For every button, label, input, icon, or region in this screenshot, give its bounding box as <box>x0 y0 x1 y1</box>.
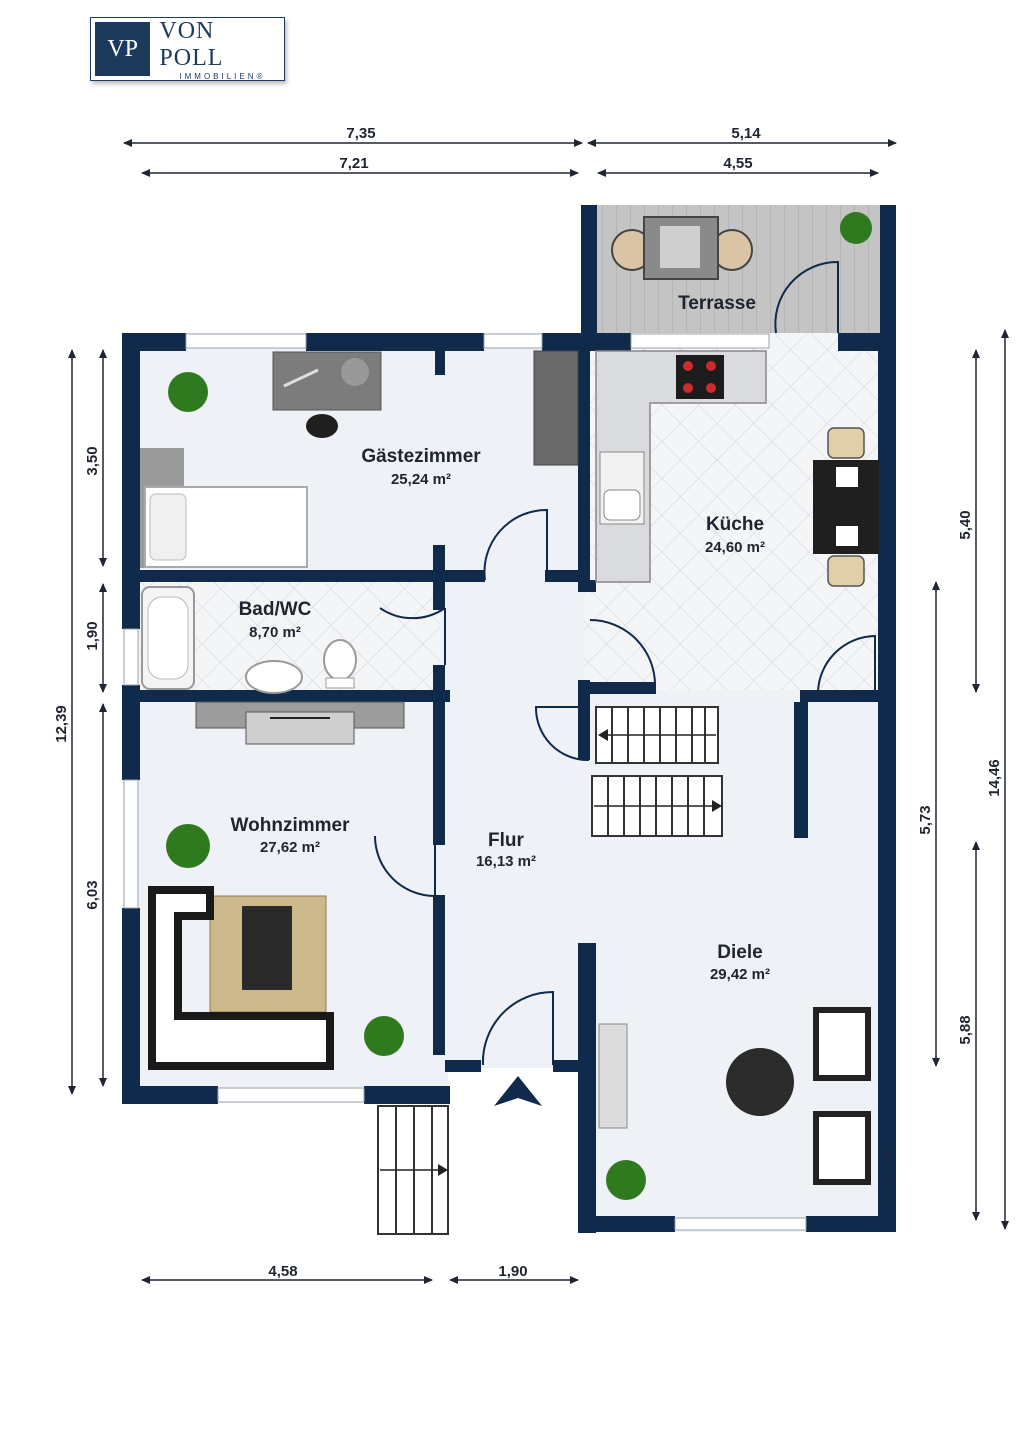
room-area-gaestezimmer: 25,24 m² <box>391 471 451 488</box>
living-furniture <box>148 701 405 1070</box>
plant-icon <box>840 212 872 244</box>
brand-text: VON POLL IMMOBILIEN® <box>159 18 284 81</box>
plant-icon <box>168 372 208 412</box>
guest-bed <box>140 448 308 568</box>
brand-name: VON POLL <box>159 17 224 71</box>
dim-right-mid: 5,73 <box>917 805 934 834</box>
brand-subtitle: IMMOBILIEN® <box>179 71 266 81</box>
room-area-diele: 29,42 m² <box>710 966 770 983</box>
windows <box>123 333 807 1231</box>
kitchen-counter <box>595 350 767 583</box>
brand-logo: VP VON POLL IMMOBILIEN® <box>90 17 285 81</box>
diele-furniture <box>598 1007 871 1185</box>
dim-top-outer-right: 5,14 <box>731 125 761 142</box>
doors <box>374 260 876 1066</box>
dim-left-bath: 1,90 <box>84 621 101 650</box>
room-name-wohnzimmer: Wohnzimmer <box>231 815 351 836</box>
watermark: Immogrundriss <box>882 1144 892 1204</box>
dim-bottom-living: 4,58 <box>268 1263 297 1280</box>
dim-right-lower: 5,88 <box>957 1015 974 1044</box>
dim-left-living: 6,03 <box>84 880 101 909</box>
room-name-kueche: Küche <box>706 514 764 535</box>
entrance-arrow-icon <box>494 1076 542 1106</box>
stairs-entry <box>377 1105 449 1235</box>
brand-mark: VP <box>95 22 151 76</box>
plant-icon <box>364 1016 404 1056</box>
bath-fixtures <box>141 586 357 694</box>
room-name-badwc: Bad/WC <box>239 599 312 620</box>
room-labels: Terrasse Gästezimmer 25,24 m² Küche 24,6… <box>231 293 770 983</box>
room-area-wohnzimmer: 27,62 m² <box>260 839 320 856</box>
dimension-labels: 7,35 5,14 7,21 4,55 12,39 3,50 1,90 6,03… <box>53 125 1003 1280</box>
room-area-flur: 16,13 m² <box>476 853 536 870</box>
room-name-terrasse: Terrasse <box>678 293 756 314</box>
dim-bottom-entry: 1,90 <box>498 1263 527 1280</box>
plant-icon <box>166 824 210 868</box>
room-name-diele: Diele <box>717 942 762 963</box>
dim-top-inner-right: 4,55 <box>723 155 752 172</box>
room-area-badwc: 8,70 m² <box>249 624 301 641</box>
dim-left-guest: 3,50 <box>84 446 101 475</box>
terrace-table <box>611 216 753 280</box>
plant-icon <box>606 1160 646 1200</box>
dim-right-kitchen: 5,40 <box>957 510 974 539</box>
room-area-kueche: 24,60 m² <box>705 539 765 556</box>
dim-top-inner-left: 7,21 <box>339 155 368 172</box>
room-name-flur: Flur <box>488 830 524 851</box>
stairs-lower <box>591 775 723 837</box>
kitchen-table <box>813 427 879 587</box>
dim-top-outer-left: 7,35 <box>346 125 375 142</box>
stairs-upper <box>595 706 719 764</box>
walls <box>122 205 896 1233</box>
guest-wardrobe <box>533 350 579 466</box>
dim-left-total: 12,39 <box>53 705 70 743</box>
room-name-gaestezimmer: Gästezimmer <box>361 446 481 467</box>
dimension-lines <box>68 139 1009 1284</box>
guest-desk <box>272 351 382 438</box>
dim-right-total: 14,46 <box>986 759 1003 797</box>
plants <box>166 212 872 1200</box>
